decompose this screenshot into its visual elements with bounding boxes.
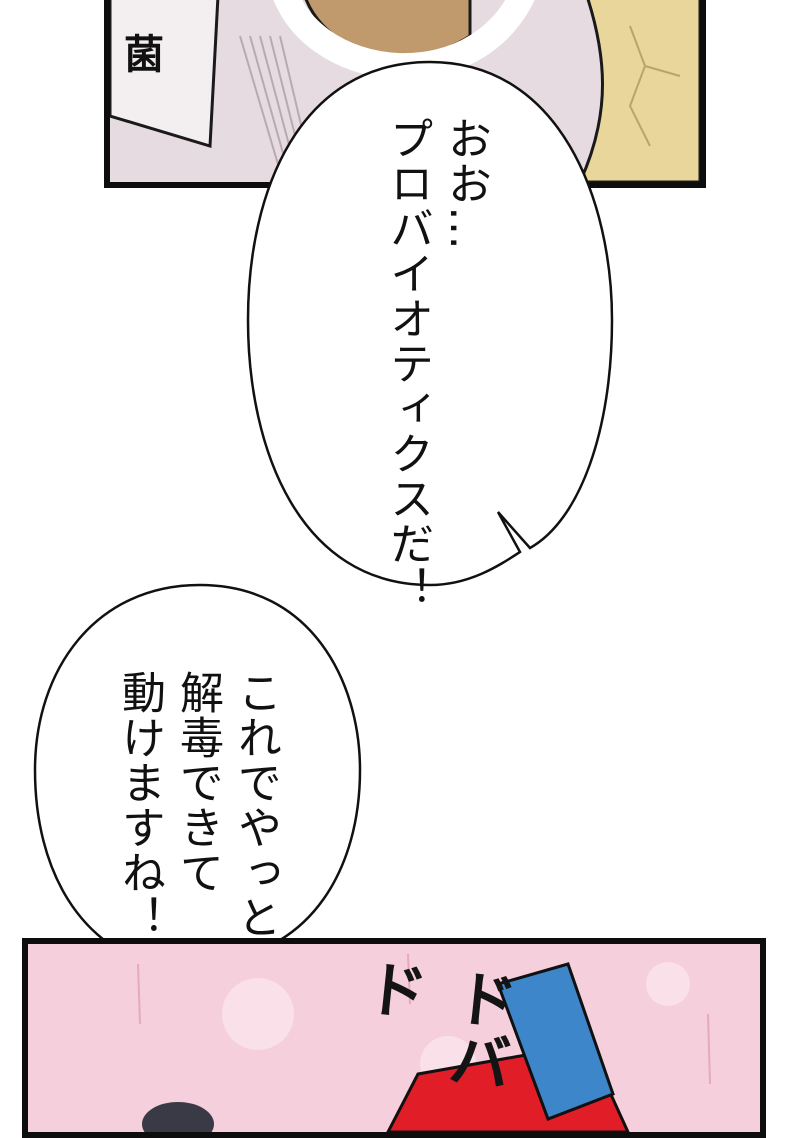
speech-2-line-1: これでやっと	[230, 669, 281, 940]
sign-text: 菌	[124, 32, 164, 78]
bottom-panel-art	[28, 944, 760, 1132]
cup-cracks	[628, 25, 681, 147]
speech-2-line-3: 動けますね！	[114, 669, 165, 940]
speech-bubble-1	[246, 60, 614, 587]
pink-background	[28, 944, 760, 1132]
speech-1-line-1: おお…	[440, 115, 491, 251]
speech-1-line-2: プロバイオティクスだ！	[382, 115, 433, 611]
blue-box	[496, 962, 615, 1121]
bottom-panel: ドバド	[22, 938, 766, 1138]
speed-lines	[137, 953, 711, 1085]
speech-text-2: これでやっと 解毒できて 動けますね！	[110, 640, 342, 940]
sign-board	[110, 0, 220, 148]
speech-text-1: おお… プロバイオティクスだ！	[378, 86, 552, 611]
speech-2-line-2: 解毒できて	[172, 669, 223, 895]
sound-effect-text: ドバド	[351, 953, 521, 1095]
